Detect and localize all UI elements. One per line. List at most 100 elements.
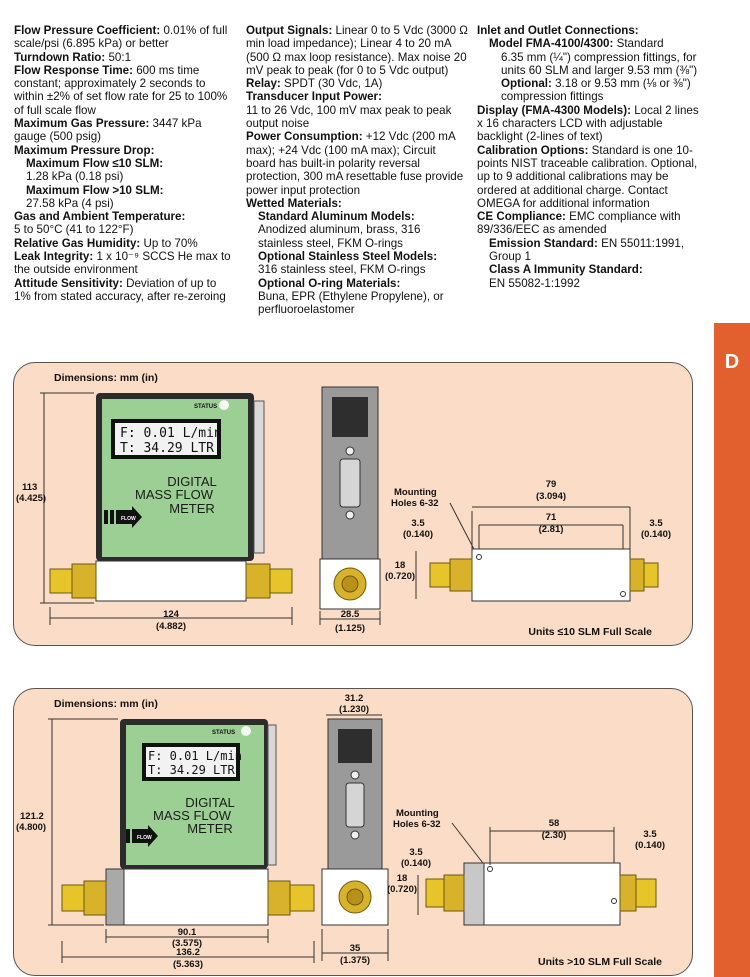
spec-column-3: Inlet and Outlet Connections:Model FMA-4…: [477, 24, 701, 290]
fitting-end-icon: [346, 888, 364, 906]
spec-value: 5 to 50°C (41 to 122°F): [14, 223, 134, 237]
total-width-in: (5.363): [173, 959, 203, 970]
spec-entry: 6.35 mm (¼") compression fittings, for u…: [477, 51, 701, 78]
spec-entry: Gas and Ambient Temperature:: [14, 210, 234, 223]
spec-key: Calibration Options:: [477, 143, 589, 157]
device-side: [267, 724, 277, 866]
spec-entry: Model FMA-4100/4300: Standard: [477, 37, 701, 50]
lcd-line-2: T: 34.29 LTR: [148, 763, 235, 777]
lcd-line-1: F: 0.01 L/min: [120, 426, 222, 441]
spec-entry: Anodized aluminum, brass, 316 stainless …: [246, 223, 468, 250]
spec-value: Standard is one 10-points NIST traceable…: [477, 143, 698, 210]
spec-key: Maximum Flow ≤10 SLM:: [26, 156, 164, 170]
device-label-1: DIGITAL: [167, 474, 217, 489]
lcd-line-2: T: 34.29 LTR: [120, 441, 214, 456]
device-side: [253, 400, 265, 554]
spec-key: Inlet and Outlet Connections:: [477, 24, 639, 37]
spec-value: SPDT (30 Vdc, 1A): [280, 77, 383, 91]
spec-key: Model FMA-4100/4300:: [489, 37, 614, 51]
mount-hole-icon: [487, 866, 493, 872]
inlet-fitting: [61, 880, 107, 916]
dim-a-mm: 79: [546, 479, 557, 490]
spec-value: 27.58 kPa (4 psi): [26, 196, 114, 210]
spec-entry: Wetted Materials:: [246, 197, 468, 210]
spec-entry: Maximum Pressure Drop:: [14, 144, 234, 157]
spec-entry: Turndown Ratio: 50:1: [14, 51, 234, 64]
spec-value: 1 x 10⁻⁹ SCCS He max to the outside envi…: [14, 250, 231, 277]
spec-entry: Leak Integrity: 1 x 10⁻⁹ SCCS He max to …: [14, 250, 234, 277]
spec-entry: Inlet and Outlet Connections:: [477, 24, 701, 37]
panel-caption: Units ≤10 SLM Full Scale: [528, 626, 652, 638]
dim-c-in: (0.140): [403, 529, 433, 540]
spec-key: Wetted Materials:: [246, 196, 342, 210]
dimension-drawing-large: Dimensions: mm (in) STATUS F: 0.01 L/min…: [16, 693, 665, 970]
inlet-fitting: [49, 563, 97, 599]
mounting-label-2: Holes 6-32: [391, 498, 439, 509]
spec-entry: Emission Standard: EN 55011:1991, Group …: [477, 237, 701, 264]
mount-hole-icon: [620, 591, 626, 597]
device-label-2: MASS FLOW: [135, 487, 214, 502]
mount-hole-icon: [611, 898, 617, 904]
lcd-screen: [146, 747, 236, 777]
width-mm: 90.1: [178, 927, 197, 938]
spec-entry: Maximum Flow ≤10 SLM:: [14, 157, 234, 170]
dim-c-mm: 3.5: [411, 518, 425, 529]
spec-key: Relay:: [246, 77, 281, 91]
side-view-window: [338, 729, 372, 763]
dim-b-in: (2.81): [539, 524, 564, 535]
depth-mm: 35: [350, 943, 361, 954]
device-label-2: MASS FLOW: [153, 808, 232, 823]
spec-entry: 5 to 50°C (41 to 122°F): [14, 223, 234, 236]
dim-f-mm: 18: [397, 873, 408, 884]
mounting-label-1: Mounting: [396, 808, 439, 819]
spec-key: Transducer Input Power:: [246, 90, 382, 104]
mounting-label-1: Mounting: [394, 487, 437, 498]
spec-key: Turndown Ratio:: [14, 50, 106, 64]
db15-connector-icon: [345, 782, 365, 828]
spec-entry: Flow Pressure Coefficient: 0.01% of full…: [14, 24, 234, 51]
total-width-mm: 136.2: [176, 947, 200, 958]
spec-entry: 1.28 kPa (0.18 psi): [14, 170, 234, 183]
spec-entry: Standard Aluminum Models:: [246, 210, 468, 223]
device-base: [105, 868, 269, 926]
spec-value: 1.28 kPa (0.18 psi): [26, 170, 124, 184]
dim-a-in: (3.094): [536, 491, 566, 502]
spec-key: Gas and Ambient Temperature:: [14, 210, 186, 224]
lcd-line-1: F: 0.01 L/min: [148, 749, 242, 763]
svg-text:FLOW: FLOW: [137, 835, 152, 841]
dim-f-mm: 18: [395, 560, 406, 571]
spec-value: Local 2 lines x 16 characters LCD with a…: [477, 103, 699, 144]
spec-entry: Transducer Input Power:: [246, 90, 468, 103]
spec-value: EMC compliance with 89/336/EEC as amende…: [477, 210, 681, 237]
section-tab-letter: D: [724, 351, 740, 373]
spec-key: Relative Gas Humidity:: [14, 236, 141, 250]
spec-column-2: Output Signals: Linear 0 to 5 Vdc (3000 …: [246, 24, 468, 317]
spec-value: EN 55082-1:1992: [489, 276, 580, 290]
spec-entry: 27.58 kPa (4 psi): [14, 197, 234, 210]
spec-entry: Optional O-ring Materials:: [246, 277, 468, 290]
dim-c-mm: 3.5: [409, 847, 423, 858]
spec-entry: Output Signals: Linear 0 to 5 Vdc (3000 …: [246, 24, 468, 77]
spec-value: 6.35 mm (¼") compression fittings, for u…: [501, 50, 698, 77]
spec-value: Deviation of up to 1% from stated accura…: [14, 276, 226, 303]
spec-key: Power Consumption:: [246, 130, 363, 144]
status-led-icon: [219, 400, 229, 410]
db15-connector-icon: [339, 458, 361, 508]
outlet-fitting: [267, 880, 315, 916]
spec-key: Optional O-ring Materials:: [258, 276, 401, 290]
spec-key: Flow Response Time:: [14, 63, 133, 77]
device-label-3: METER: [187, 821, 233, 836]
spec-key: CE Compliance:: [477, 210, 566, 224]
spec-key: Maximum Gas Pressure:: [14, 117, 150, 131]
device-label-3: METER: [169, 501, 215, 516]
spec-value: +12 Vdc (200 mA max); +24 Vdc (100 mA ma…: [246, 130, 464, 197]
dim-a-in: (2.30): [542, 830, 567, 841]
spec-value: 11 to 26 Vdc, 100 mV max peak to peak ou…: [246, 103, 452, 131]
dim-a-mm: 58: [549, 818, 560, 829]
height-in: (4.425): [16, 493, 46, 504]
mounting-leader: [451, 822, 487, 868]
top-dim-in: (1.230): [339, 704, 369, 715]
dim-f-in: (0.720): [385, 571, 415, 582]
spec-entry: Maximum Gas Pressure: 3447 kPa gauge (50…: [14, 117, 234, 144]
spec-entry: Buna, EPR (Ethylene Propylene), or perfl…: [246, 290, 468, 317]
